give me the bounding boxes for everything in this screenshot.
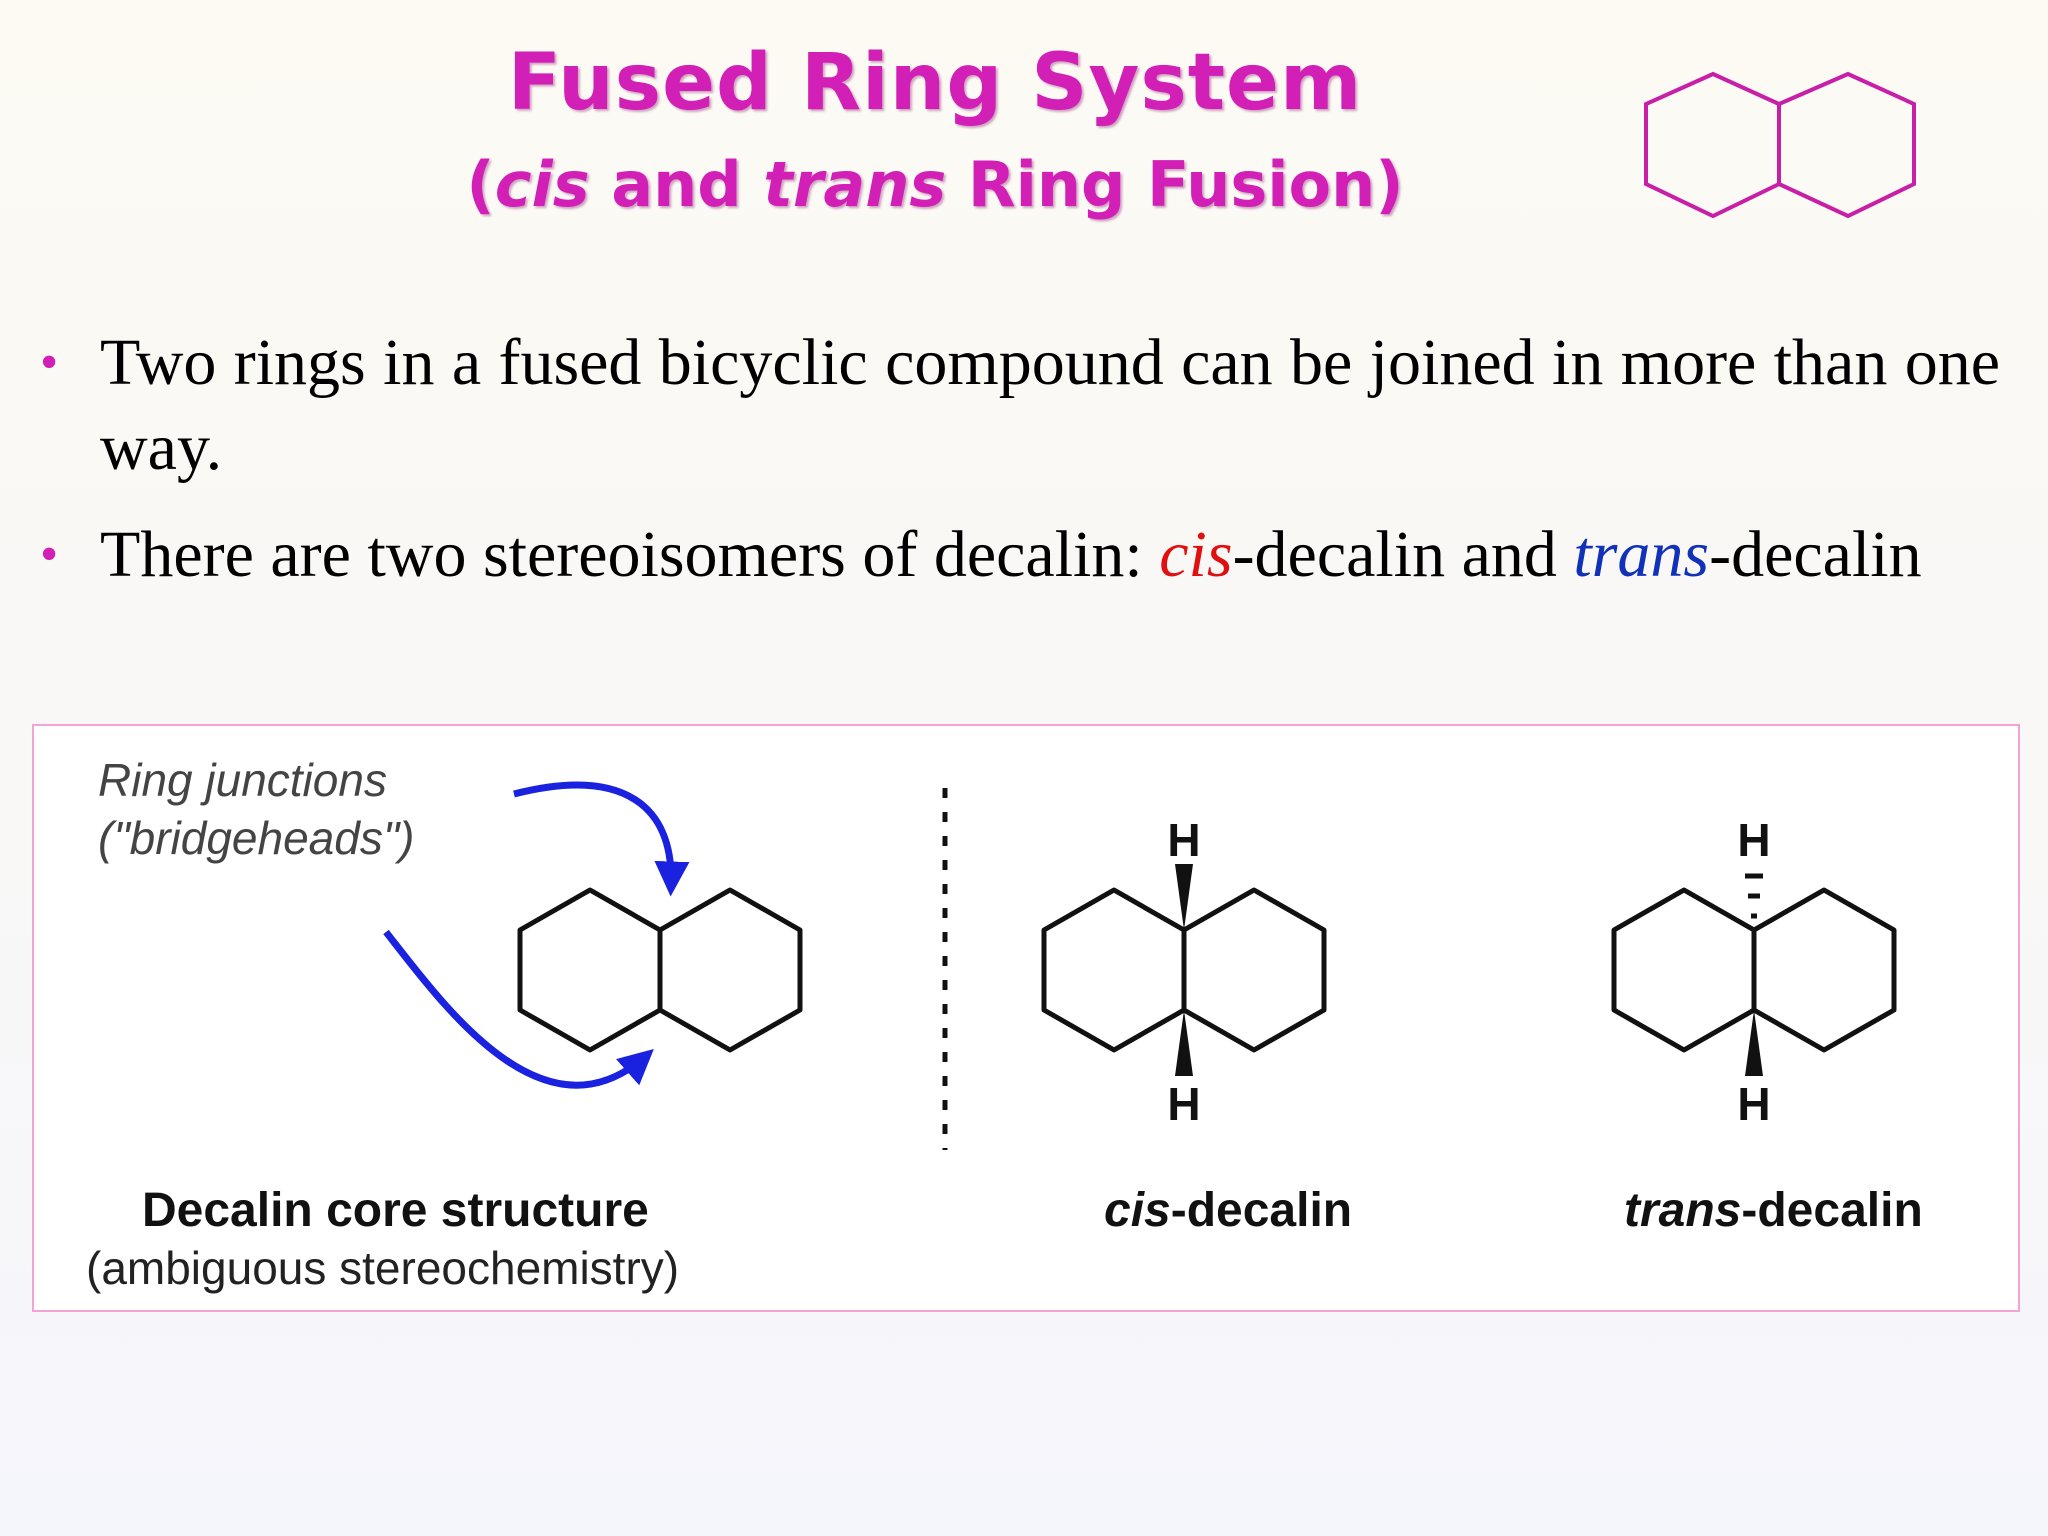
- cis-decalin-caption: cis-decalin: [1104, 1184, 1352, 1237]
- bullet-text-1: Two rings in a fused bicyclic compound c…: [100, 326, 2000, 484]
- core-caption: Decalin core structure: [142, 1184, 649, 1237]
- callout-line-1: Ring junctions: [98, 754, 387, 806]
- bullet-icon: •: [40, 334, 59, 391]
- decalin-core-structure: [517, 887, 803, 1053]
- bullet-icon: •: [40, 526, 59, 583]
- curved-arrow-icon: [383, 929, 654, 1089]
- subtitle-cis: cis: [494, 148, 590, 221]
- subtitle-rest: Ring Fusion): [946, 148, 1404, 221]
- cis-bottom-h-label: H: [1167, 1078, 1200, 1130]
- callout-line-2: ("bridgeheads"): [98, 812, 415, 864]
- trans-caption-italic: trans: [1624, 1184, 1741, 1237]
- trans-decalin-structure: H H: [1611, 814, 1897, 1130]
- bullet-cis-term: cis: [1159, 518, 1233, 591]
- trans-bottom-h-label: H: [1737, 1078, 1770, 1130]
- subtitle-and: and: [589, 148, 764, 221]
- decalin-diagram: Ring junctions ("bridgeheads") H H: [86, 754, 1923, 1294]
- trans-decalin-caption: trans-decalin: [1624, 1184, 1923, 1237]
- hash-bond-icon: [1745, 873, 1763, 919]
- core-subcaption: (ambiguous stereochemistry): [86, 1242, 679, 1294]
- bullet-list: • Two rings in a fused bicyclic compound…: [40, 320, 2000, 619]
- bullet-trans-term: trans: [1573, 518, 1710, 591]
- subtitle-open: (: [466, 148, 495, 221]
- bullet-item-1: • Two rings in a fused bicyclic compound…: [40, 320, 2000, 490]
- slide-title: Fused Ring System: [507, 38, 1363, 128]
- cis-caption-italic: cis: [1104, 1184, 1171, 1237]
- bullet-item-2: • There are two stereoisomers of decalin…: [40, 512, 2000, 597]
- trans-top-h-label: H: [1737, 814, 1770, 866]
- bullet-text-2-prefix: There are two stereoisomers of decalin:: [100, 518, 1160, 591]
- bullet-text-2-mid: -decalin and: [1232, 518, 1574, 591]
- wedge-bond-icon: [1175, 864, 1193, 930]
- naphthalene-logo-icon: [1644, 71, 1916, 219]
- cis-top-h-label: H: [1167, 814, 1200, 866]
- cis-decalin-structure: H H: [1041, 814, 1327, 1130]
- wedge-bond-icon: [1745, 1010, 1763, 1076]
- wedge-bond-icon: [1175, 1010, 1193, 1076]
- cis-caption-rest: -decalin: [1171, 1184, 1352, 1237]
- decalin-figure: Ring junctions ("bridgeheads") H H: [32, 724, 2020, 1312]
- bullet-text-2-suffix: -decalin: [1709, 518, 1922, 591]
- curved-arrow-icon: [513, 781, 690, 897]
- trans-caption-rest: -decalin: [1741, 1184, 1922, 1237]
- slide-subtitle: (cis and trans Ring Fusion): [0, 148, 1870, 221]
- subtitle-trans: trans: [763, 148, 947, 221]
